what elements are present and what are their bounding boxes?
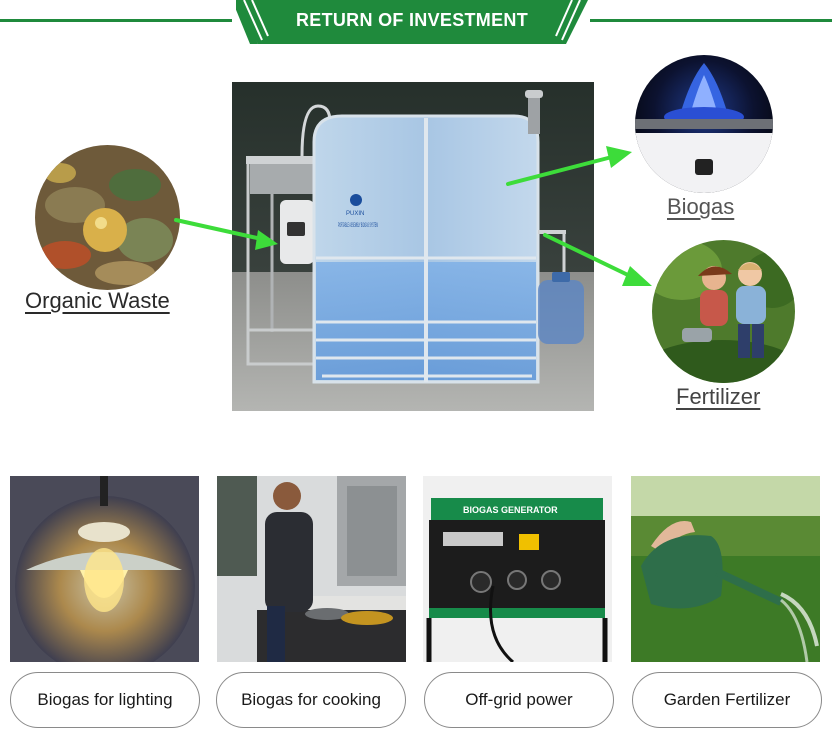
fertilizer-garden-image [652, 240, 795, 383]
use-label-lighting: Biogas for lighting [37, 690, 173, 709]
product-brand: PUXIN [346, 211, 364, 217]
use-pill-power: Off-grid power [424, 672, 614, 728]
organic-waste-image [35, 145, 180, 290]
lighting-image [10, 476, 199, 662]
header-divider-right [590, 19, 832, 22]
banner-title: RETURN OF INVESTMENT [295, 10, 528, 30]
banner-shape [236, 0, 588, 44]
generator-brand-text: BIOGAS GENERATOR [463, 505, 558, 515]
header-divider-left [0, 19, 232, 22]
use-label-power: Off-grid power [465, 690, 573, 709]
cooking-image [217, 476, 406, 662]
biogas-label: Biogas [667, 194, 735, 219]
organic-waste-label: Organic Waste [25, 288, 170, 313]
generator-image: BIOGAS GENERATOR [423, 476, 612, 662]
system-to-fertilizer-arrow [543, 233, 632, 278]
biogas-system-photo: PUXIN PORTABLE ASSEMBLY BIOGAS SYSTEM [232, 82, 594, 411]
garden-watering-image [631, 476, 820, 662]
system-to-biogas-arrow [506, 156, 610, 186]
biogas-flame-image [635, 55, 773, 193]
use-pill-fertilizer: Garden Fertilizer [632, 672, 822, 728]
use-pill-lighting: Biogas for lighting [10, 672, 200, 728]
use-label-fertilizer: Garden Fertilizer [663, 690, 791, 709]
fertilizer-label: Fertilizer [676, 384, 761, 409]
waste-to-system-arrow [174, 218, 268, 242]
header-banner: RETURN OF INVESTMENT [236, 0, 588, 44]
use-label-cooking: Biogas for cooking [241, 690, 381, 709]
use-pill-cooking: Biogas for cooking [216, 672, 406, 728]
product-panel-text: PORTABLE ASSEMBLY BIOGAS SYSTEM [338, 223, 378, 229]
